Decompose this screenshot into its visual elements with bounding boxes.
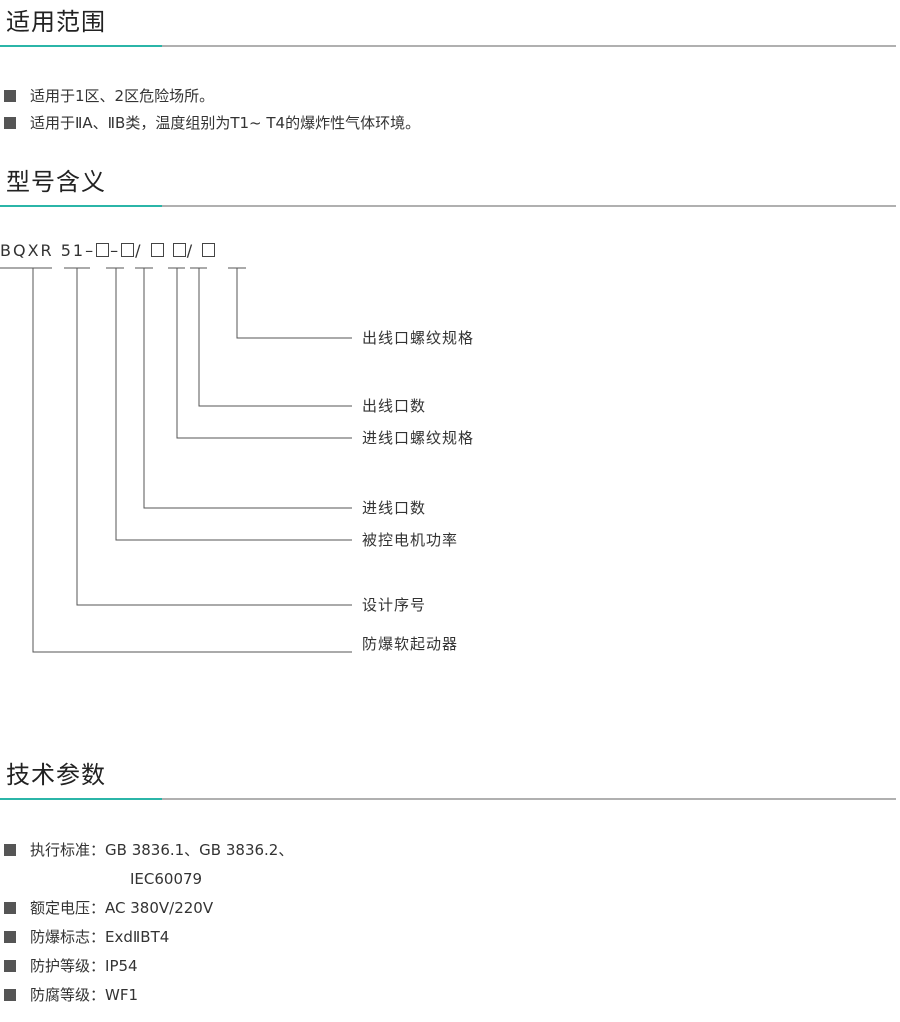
model-divider [0, 205, 896, 207]
scope-item: 适用于ⅡA、ⅡB类，温度组别为T1~ T4的爆炸性气体环境。 [4, 110, 420, 137]
placeholder-box-icon [121, 243, 135, 257]
legend-outlet-thread: 出线口螺纹规格 [362, 329, 475, 347]
model-title: 型号含义 [6, 168, 106, 196]
tech-divider [0, 798, 896, 800]
placeholder-box-icon [150, 243, 164, 257]
model-separator: – [85, 241, 96, 260]
tech-item: 执行标准：GB 3836.1、GB 3836.2、 [4, 836, 293, 865]
model-slash: / [135, 241, 143, 260]
scope-list: 适用于1区、2区危险场所。 适用于ⅡA、ⅡB类，温度组别为T1~ T4的爆炸性气… [4, 83, 420, 137]
connector-line [198, 268, 352, 407]
connector-line [115, 268, 352, 541]
tech-item-continuation: IEC60079 [4, 865, 293, 894]
legend-product-type: 防爆软起动器 [362, 635, 459, 653]
connector-line [176, 268, 352, 439]
tech-value: IP54 [105, 957, 138, 975]
scope-item: 适用于1区、2区危险场所。 [4, 83, 420, 110]
connector-line [236, 268, 352, 339]
tech-item: 防护等级：IP54 [4, 952, 293, 981]
scope-item-text: 适用于ⅡA、ⅡB类，温度组别为T1~ T4的爆炸性气体环境。 [30, 114, 421, 132]
model-slash: / [186, 241, 195, 260]
bullet-square-icon [4, 960, 16, 972]
tech-label: 防护等级： [30, 957, 106, 975]
tech-item: 防爆标志：ExdⅡBT4 [4, 923, 293, 952]
model-prefix: BQXR [0, 241, 54, 260]
legend-inlet-thread: 进线口螺纹规格 [362, 429, 475, 447]
legend-design-number: 设计序号 [362, 596, 427, 614]
placeholder-box-icon [202, 243, 216, 257]
tech-title: 技术参数 [6, 761, 106, 789]
tech-divider-accent [0, 798, 162, 800]
placeholder-box-icon [172, 243, 186, 257]
tech-label: 防腐等级： [30, 986, 106, 1004]
tech-label: 防爆标志： [30, 928, 106, 946]
legend-motor-power: 被控电机功率 [362, 531, 459, 549]
tech-label: 执行标准： [30, 841, 106, 859]
bullet-square-icon [4, 989, 16, 1001]
bullet-square-icon [4, 844, 16, 856]
bullet-square-icon [4, 117, 16, 129]
tech-list: 执行标准：GB 3836.1、GB 3836.2、 IEC60079 额定电压：… [4, 836, 293, 1010]
scope-divider [0, 45, 896, 47]
tech-value: WF1 [105, 986, 139, 1004]
legend-outlet-count: 出线口数 [362, 397, 427, 415]
tech-value: AC 380V/220V [105, 899, 214, 917]
tech-item: 防腐等级：WF1 [4, 981, 293, 1010]
scope-divider-accent [0, 45, 162, 47]
model-code: BQXR 51––/ / [0, 241, 216, 260]
model-number: 51 [60, 241, 86, 260]
connector-line [32, 268, 352, 653]
scope-title: 适用范围 [6, 8, 106, 36]
legend-inlet-count: 进线口数 [362, 499, 427, 517]
tech-value: ExdⅡBT4 [105, 928, 170, 946]
placeholder-box-icon [96, 243, 110, 257]
tech-item: 额定电压：AC 380V/220V [4, 894, 293, 923]
bullet-square-icon [4, 902, 16, 914]
tech-value: GB 3836.1、GB 3836.2、 [105, 841, 294, 859]
connector-line [76, 268, 352, 606]
model-separator: – [110, 241, 121, 260]
model-divider-accent [0, 205, 162, 207]
scope-item-text: 适用于1区、2区危险场所。 [30, 87, 215, 105]
bullet-square-icon [4, 931, 16, 943]
tech-value: IEC60079 [130, 870, 203, 888]
tech-label: 额定电压： [30, 899, 106, 917]
bullet-square-icon [4, 90, 16, 102]
connector-line [143, 268, 352, 509]
